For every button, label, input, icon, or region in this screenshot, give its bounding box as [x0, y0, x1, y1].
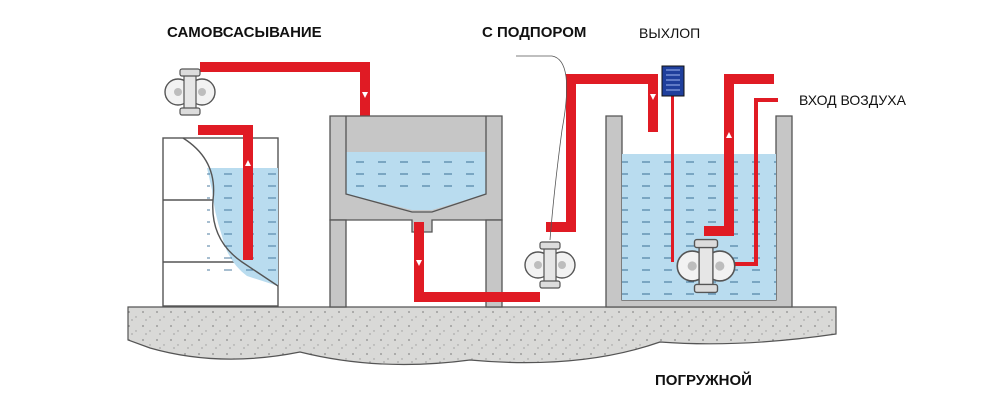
self-priming-label: САМОВСАСЫВАНИЕ: [167, 24, 322, 41]
muffler-icon: [661, 65, 685, 97]
submerged-label: ПОГРУЖНОЙ: [655, 372, 752, 389]
air-line: [754, 98, 758, 266]
air-inlet-label: ВХОД ВОЗДУХА: [799, 92, 906, 108]
diaphragm-pump-icon: [524, 241, 576, 289]
hopper-support-left: [329, 219, 347, 308]
arrow-icon: [726, 132, 732, 138]
exhaust-line: [671, 96, 674, 262]
diaphragm-pump-icon: [164, 68, 216, 116]
arrow-icon: [362, 92, 368, 98]
drum-outline: [182, 137, 279, 287]
arrow-icon: [650, 94, 656, 100]
discharge-pipe-1: [200, 62, 370, 72]
discharge-pipe-3: [724, 74, 734, 236]
arrow-icon: [416, 260, 422, 266]
exhaust-label: ВЫХЛОП: [639, 25, 701, 41]
discharge-pipe-2: [546, 222, 576, 232]
hopper-support-right: [485, 219, 503, 308]
flooded-suction-label: С ПОДПОРОМ: [482, 24, 587, 41]
suction-pipe-1: [243, 125, 253, 260]
ground-slab: [127, 306, 837, 366]
arrow-icon: [245, 160, 251, 166]
